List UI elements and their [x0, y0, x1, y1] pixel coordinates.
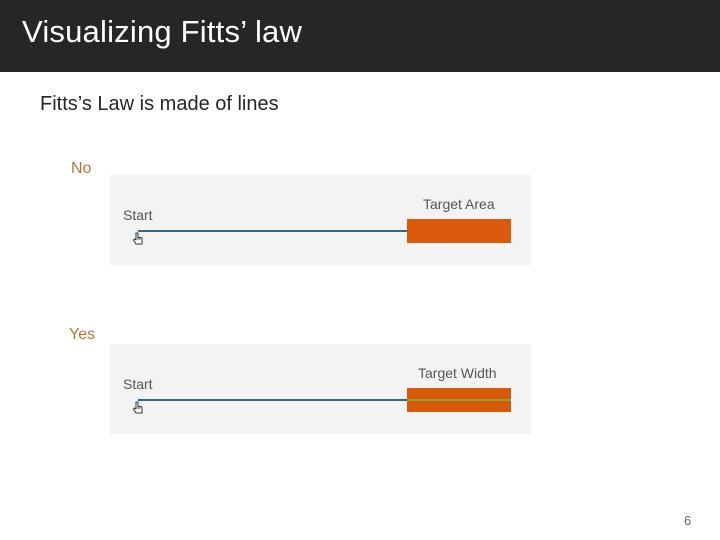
label-no: No [71, 160, 92, 177]
page-number: 6 [684, 513, 692, 528]
diagram-target-width: Start Target Width [110, 344, 531, 434]
title-bar: Visualizing Fitts’ law [0, 0, 720, 72]
diagram-target-area: Start Target Area [110, 175, 531, 265]
target-rectangle [407, 219, 511, 243]
target-width-line [407, 399, 511, 401]
hand-pointer-icon [133, 232, 143, 245]
hand-pointer-icon [133, 401, 143, 414]
target-area-label: Target Area [423, 196, 495, 212]
slide-title: Visualizing Fitts’ law [22, 14, 303, 49]
start-label: Start [123, 207, 153, 223]
movement-path-line [138, 399, 435, 401]
start-label: Start [123, 376, 153, 392]
movement-path-line [138, 230, 435, 232]
target-rectangle [407, 388, 511, 412]
label-yes: Yes [69, 326, 96, 343]
slide-subtitle: Fitts’s Law is made of lines [40, 93, 279, 115]
target-width-label: Target Width [418, 365, 497, 381]
